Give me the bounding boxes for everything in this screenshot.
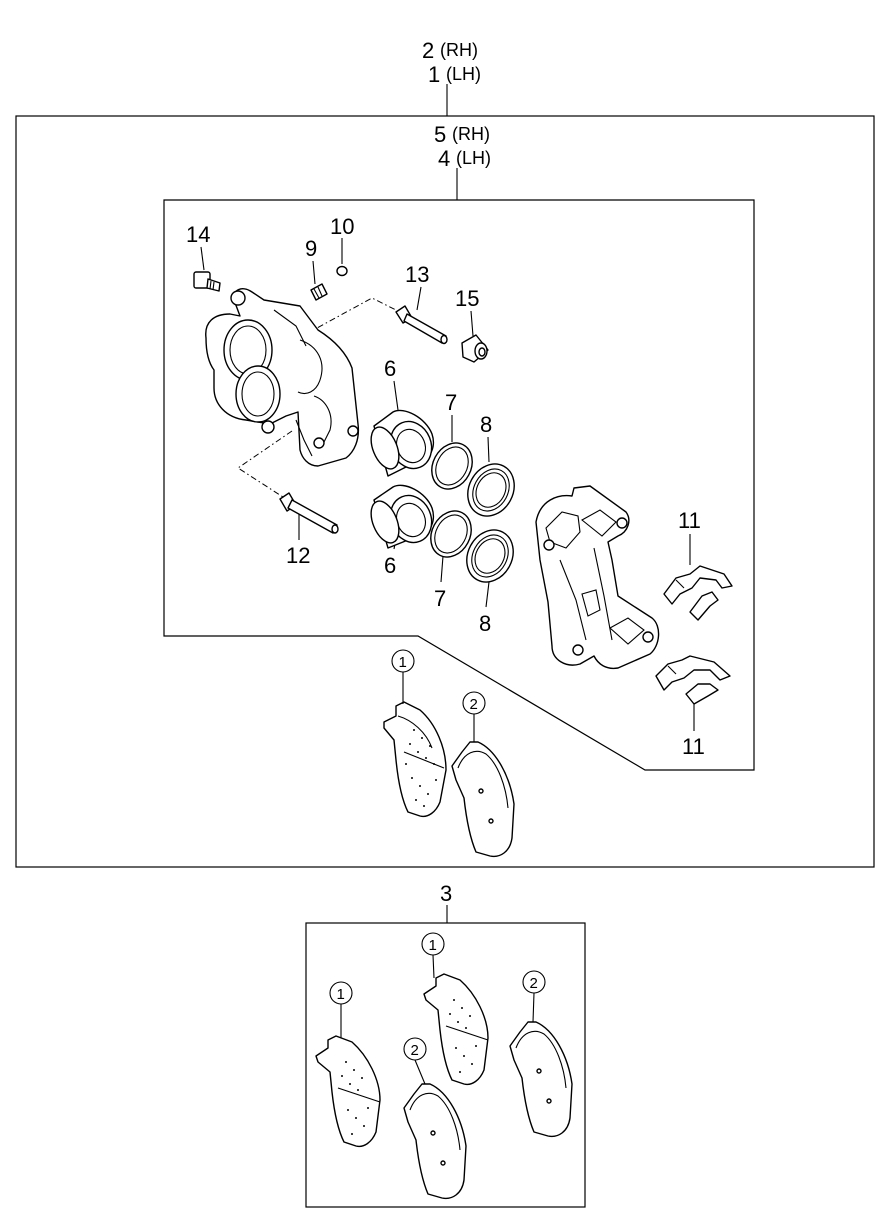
part-label-8-top: 8 (480, 412, 492, 437)
piston-seal-lower (430, 510, 472, 558)
piston-boot-upper (467, 463, 515, 517)
part-label-6-top: 6 (384, 356, 396, 381)
svg-text:1: 1 (337, 986, 345, 1003)
piston-seal-upper (431, 442, 473, 490)
caliper-body-frame (163, 199, 755, 771)
bleeder-cap (336, 265, 348, 277)
svg-text:1: 1 (428, 62, 440, 87)
part-label-10: 10 (330, 214, 354, 239)
part-label-13: 13 (405, 262, 429, 287)
svg-text:1: 1 (429, 937, 437, 954)
part-label-7-top: 7 (445, 390, 457, 415)
kit-pad-outer-right (509, 1021, 573, 1138)
caliper-label-rh: 5 (RH) (434, 122, 490, 147)
part-label-12: 12 (286, 543, 310, 568)
caliper-housing (205, 288, 360, 467)
callout-kit-pad-1a: 1 (329, 981, 353, 1038)
pad-clip-upper (663, 565, 733, 621)
part-label-7-bottom: 7 (434, 586, 446, 611)
pad-clip-lower (655, 655, 731, 705)
part-label-11-bottom: 11 (682, 734, 705, 759)
svg-text:1: 1 (399, 654, 407, 671)
part-label-11-top: 11 (678, 508, 701, 533)
part-label-9: 9 (305, 236, 317, 261)
assembly-label-rh: 2 (RH) (422, 38, 478, 63)
svg-text:2: 2 (422, 38, 434, 63)
brake-pad-inner (383, 701, 447, 818)
callout-outer-pad: 2 (462, 691, 486, 742)
kit-pad-inner-right (423, 973, 489, 1086)
piston-upper (370, 409, 435, 477)
kit-pad-outer-middle (403, 1083, 467, 1200)
assembly-label-lh: 1 (LH) (428, 62, 481, 87)
svg-text:(LH): (LH) (446, 64, 481, 84)
callout-inner-pad: 1 (391, 649, 415, 704)
caliper-label-lh: 4 (LH) (438, 146, 491, 171)
kit-pad-inner-left (315, 1035, 381, 1148)
bleeder-bolt (193, 271, 221, 292)
svg-text:(LH): (LH) (456, 148, 491, 168)
guide-pin-boot (461, 334, 489, 363)
svg-text:5: 5 (434, 122, 446, 147)
brake-pad-outer (451, 741, 515, 858)
piston-boot-lower (466, 529, 514, 583)
callout-kit-pad-2b: 2 (522, 970, 546, 1023)
svg-text:2: 2 (530, 975, 538, 992)
svg-text:(RH): (RH) (440, 40, 478, 60)
piston-lower (370, 484, 435, 549)
callout-kit-pad-2a: 2 (403, 1037, 427, 1085)
guide-line-upper (305, 297, 401, 335)
svg-text:(RH): (RH) (452, 124, 490, 144)
pad-kit-frame (305, 922, 586, 1208)
svg-text:2: 2 (470, 696, 478, 713)
part-label-6-bottom: 6 (384, 553, 396, 578)
part-leader-lines (200, 238, 695, 731)
svg-text:2: 2 (411, 1042, 419, 1059)
part-label-14: 14 (186, 222, 210, 247)
callout-kit-pad-1b: 1 (421, 932, 445, 979)
guide-line-lower (237, 430, 293, 498)
part-label-15: 15 (455, 286, 479, 311)
pad-kit-label: 3 (440, 881, 452, 906)
part-label-8-bottom: 8 (479, 611, 491, 636)
svg-text:4: 4 (438, 146, 450, 171)
guide-pin-upper (395, 305, 448, 345)
bleeder-screw (310, 283, 328, 301)
caliper-assembly-frame (15, 115, 875, 868)
guide-pin-lower (279, 492, 339, 534)
caliper-bracket (535, 485, 660, 670)
